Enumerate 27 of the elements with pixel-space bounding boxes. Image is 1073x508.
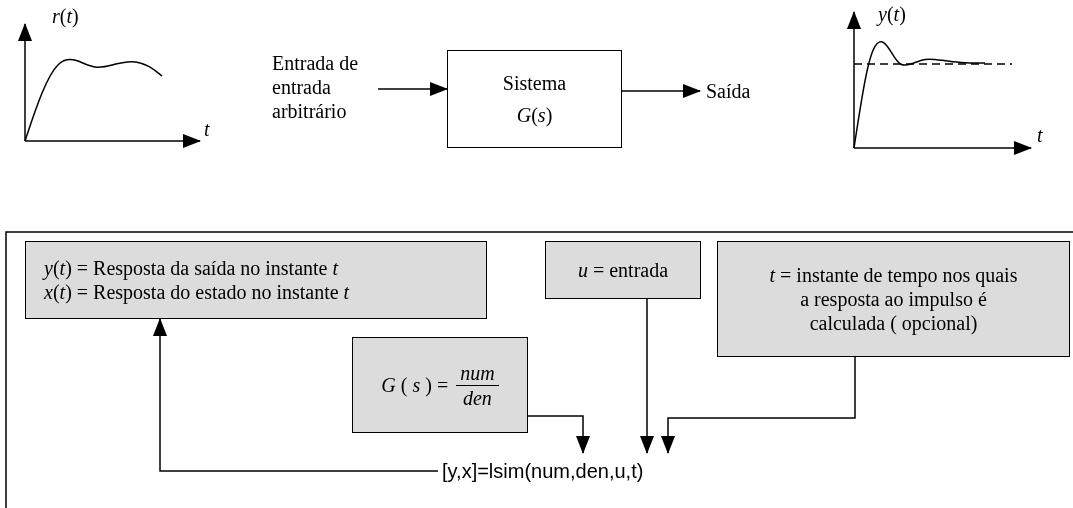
transfer-function-box xyxy=(352,337,528,433)
axis-label: y(t) xyxy=(878,3,906,26)
system-box xyxy=(447,50,622,148)
input-label: Entrada de entrada arbitrário xyxy=(272,38,376,136)
axis-label: r(t) xyxy=(52,5,79,28)
output-label: Saída xyxy=(706,74,766,108)
box-text: G(s) xyxy=(515,103,554,127)
axis-label: t xyxy=(1037,124,1043,147)
arrow xyxy=(527,415,590,454)
arrow xyxy=(661,356,856,454)
formula-text: G ( s ) = xyxy=(381,373,449,397)
arrow xyxy=(640,298,654,454)
arrow xyxy=(377,82,448,96)
time-description-box xyxy=(717,241,1070,357)
box-text: t = instante de tempo nos quais a resposta ao impulso é calculada ( opcional) xyxy=(768,263,1019,335)
box-text: y(t) = Resposta da saída no instante t xyxy=(41,256,339,280)
denominator: den xyxy=(462,385,493,410)
box-text: Sistema xyxy=(501,71,568,95)
axis-label: t xyxy=(204,118,210,141)
box-text: x(t) = Resposta do estado no instante t xyxy=(42,280,350,304)
box-text: u = entrada xyxy=(576,258,670,282)
function-call: [y,x]=lsim(num,den,u,t) xyxy=(442,453,682,489)
arrow xyxy=(621,84,701,98)
input-description-box xyxy=(545,241,701,299)
numerator: num xyxy=(456,360,499,386)
arrow xyxy=(153,318,439,472)
output-description-box xyxy=(25,241,487,319)
